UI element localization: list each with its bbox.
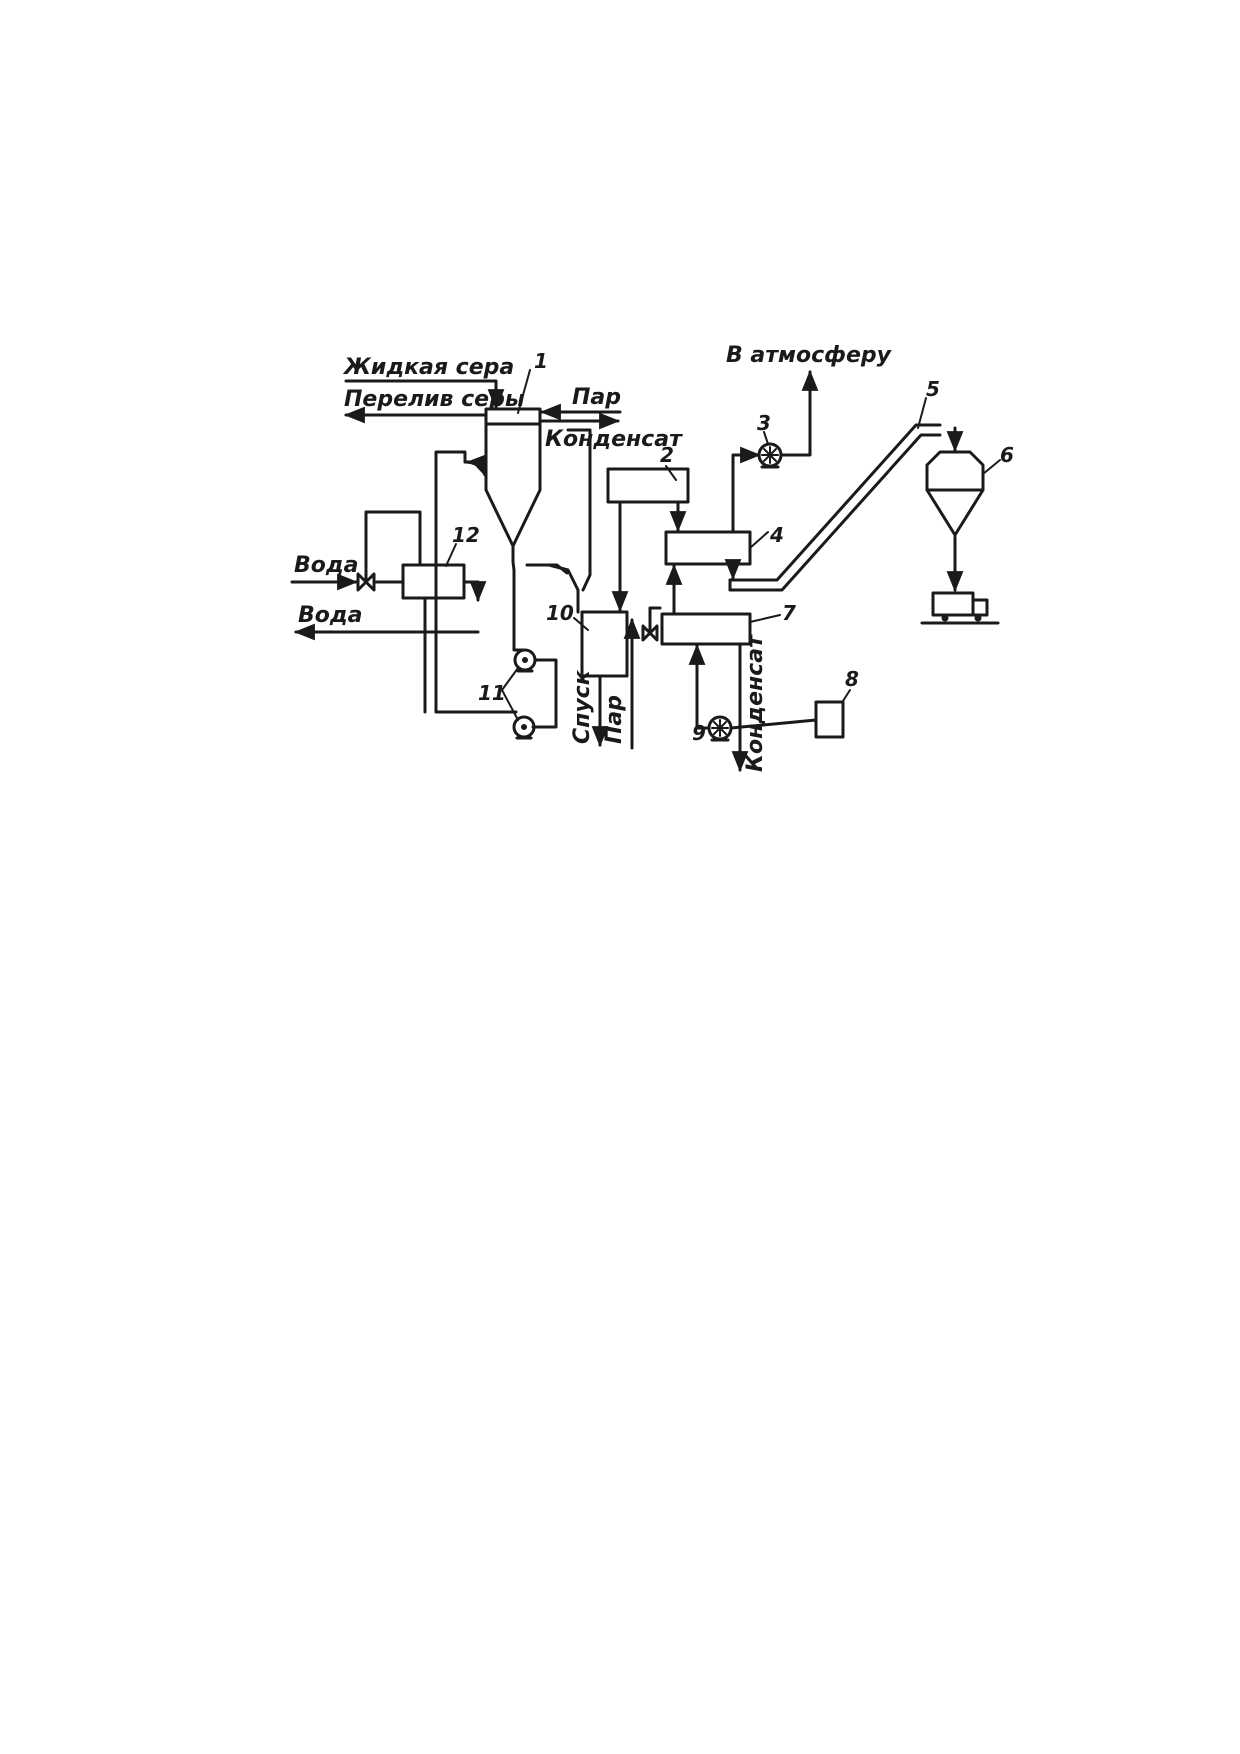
- outlet-10-line: [525, 563, 569, 575]
- apparatus-7-box: [660, 612, 752, 646]
- leader-10: [573, 617, 589, 631]
- line-8-to-fan-9: [729, 718, 818, 730]
- leader-4: [749, 531, 769, 549]
- number-7: 7: [782, 601, 796, 625]
- label-steam-bottom: Пар: [602, 695, 627, 744]
- leader-7: [749, 614, 781, 623]
- number-5: 5: [926, 377, 940, 401]
- line-4-to-fan-3: [731, 446, 762, 533]
- number-8: 8: [845, 667, 859, 691]
- leader-11a: [501, 667, 519, 691]
- valve-7-line: [648, 606, 662, 624]
- number-1: 1: [534, 349, 548, 373]
- apparatus-4-box: [664, 530, 752, 566]
- number-3: 3: [757, 411, 771, 435]
- fan-9-to-7-line: [688, 643, 711, 730]
- tower-condensate-line: [566, 428, 592, 592]
- valve-7-icon: [641, 620, 659, 642]
- label-liquid-sulfur: Жидкая сера: [342, 355, 514, 380]
- leader-8: [842, 689, 851, 702]
- number-6: 6: [1000, 443, 1014, 467]
- leader-2: [665, 465, 677, 481]
- number-12: 12: [452, 523, 480, 547]
- pump-to-tower-line: [531, 658, 558, 729]
- recirculation-hook: [463, 454, 487, 477]
- water-12-side: [462, 580, 487, 603]
- number-9: 9: [692, 721, 706, 745]
- leader-5: [917, 397, 927, 429]
- number-4: 4: [769, 523, 784, 547]
- apparatus-10-box: [580, 610, 629, 678]
- label-water-in: Вода: [294, 553, 359, 578]
- leader-12: [445, 543, 457, 567]
- fan-3-icon: [757, 442, 783, 469]
- heat-exchanger-12-box: [401, 563, 466, 600]
- label-drain: Спуск: [570, 669, 595, 744]
- leader-11b: [501, 689, 519, 721]
- leader-6: [982, 459, 1001, 475]
- label-to-atmosphere: В атмосферу: [726, 343, 893, 368]
- label-condensate-top: Конденсат: [545, 427, 683, 452]
- label-water-out: Вода: [298, 603, 363, 628]
- pump-11-lower-icon: [512, 715, 536, 740]
- valve-water-icon: [356, 568, 376, 592]
- fan-3-to-atmosphere: [779, 369, 819, 457]
- fan-9-icon: [707, 715, 733, 742]
- number-11: 11: [478, 681, 506, 705]
- number-10: 10: [546, 601, 574, 625]
- granulation-tower: [484, 407, 542, 548]
- number-2: 2: [660, 443, 674, 467]
- liquid-sulfur-line: [344, 379, 505, 411]
- sulfur-hopper-6: [925, 450, 985, 537]
- apparatus-2-box: [606, 467, 690, 504]
- tower-bottom-line: [511, 544, 527, 652]
- truck-icon: [920, 591, 1000, 625]
- label-steam-top: Пар: [572, 385, 621, 410]
- leader-3: [763, 431, 769, 445]
- label-sulfur-overflow: Перелив серы: [344, 387, 525, 412]
- water-12-bypass: [364, 510, 422, 570]
- apparatus-8-box: [814, 700, 845, 739]
- leader-1: [517, 369, 531, 414]
- label-condensate-bottom: Конденсат: [743, 634, 768, 772]
- conveyor-5: [728, 423, 942, 592]
